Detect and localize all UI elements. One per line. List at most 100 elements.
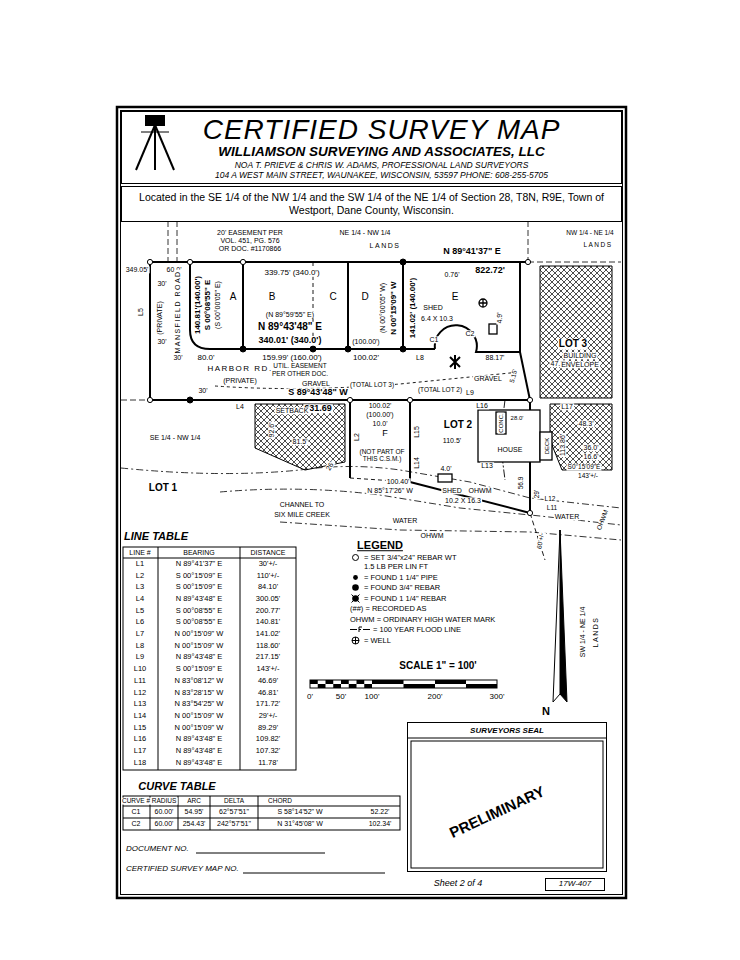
map-label: SE 1/4 - NW 1/4 <box>149 434 202 441</box>
seal-box: SURVEYORS SEAL <box>407 722 607 872</box>
map-label: 81.5' <box>292 438 309 445</box>
map-label: 113.86' <box>559 433 566 457</box>
table-cell: 141.02' <box>255 630 281 638</box>
map-label: 4.9' <box>496 311 503 324</box>
survey-markers-part <box>147 397 152 402</box>
table-cell: 200.77' <box>255 607 281 615</box>
seal-and-signature-lines-part <box>411 741 603 868</box>
legend-row: = FOUND 1 1/4" PIPE <box>350 573 525 582</box>
table-cell: S 00°08'55" E <box>175 607 223 615</box>
map-label: OHWM <box>596 508 610 532</box>
map-label: 10.0' <box>372 420 389 427</box>
line-table-grid-part <box>123 547 296 770</box>
map-label: SHED <box>441 487 462 494</box>
map-label: 88.17' <box>485 354 506 361</box>
legend-symbol <box>350 553 361 562</box>
legend-row: OHWM = ORDINARY HIGH WATER MARK <box>350 615 525 624</box>
scale-tick: 100' <box>364 693 381 701</box>
legend-text: = SET 3/4"x24" REBAR WT 1.5 LB PER LIN F… <box>364 553 459 571</box>
north-arrow-part <box>553 530 560 702</box>
minor-lines-part <box>530 513 545 560</box>
rebar-symbol <box>352 584 359 591</box>
map-label: 28.0' <box>510 415 525 421</box>
lot-boundaries-part <box>190 262 435 349</box>
survey-markers-part <box>240 259 245 264</box>
table-cell: N 89°43'48" E <box>175 747 224 755</box>
scale-tick: 200' <box>427 693 444 701</box>
survey-markers-part <box>187 259 192 264</box>
map-label: B <box>268 292 277 303</box>
map-label: 30' <box>156 280 167 287</box>
table-cell: L5 <box>135 607 145 615</box>
table-cell: S 00°15'09" E <box>175 583 223 591</box>
scale-bar-part <box>318 684 326 688</box>
table-cell: 102.34' <box>368 820 393 827</box>
map-label: MANSFIELD ROAD <box>174 269 181 354</box>
scale-bar <box>310 680 497 688</box>
map-label: E <box>451 292 460 303</box>
box-text: 104 A WEST MAIN STREET, WAUNAKEE, WISCON… <box>152 170 611 180</box>
map-label: LANDS <box>369 242 402 249</box>
box-text: 17W-407 <box>548 880 602 889</box>
map-label: PER OTHER DOC. <box>271 371 329 378</box>
table-cell: L8 <box>135 642 145 650</box>
table-cell: N 31°45'08" W <box>276 820 324 827</box>
legend-text: (##) = RECORDED AS <box>350 604 426 613</box>
lot-boundaries-part <box>410 482 530 513</box>
map-label: (100.00') <box>365 411 394 418</box>
form-field: CERTIFIED SURVEY MAP NO. <box>125 865 240 873</box>
survey-markers-part <box>147 259 152 264</box>
map-label: (N 89°59'55" E) <box>265 311 315 318</box>
lot-boundaries-part <box>435 325 520 352</box>
line-table-grid-part <box>123 547 296 770</box>
minor-lines <box>215 262 545 560</box>
map-label: 141.02' (140.00') <box>409 277 417 339</box>
curve-table-grid-part <box>123 796 400 830</box>
map-label: L2 <box>353 432 360 442</box>
map-label: SETBACK <box>275 407 310 414</box>
map-label: L11 <box>546 505 558 512</box>
quarter-lines-part <box>177 221 178 262</box>
sheet-number: Sheet 2 of 4 <box>433 879 484 888</box>
survey-markers-part <box>407 397 412 402</box>
table-cell: L11 <box>133 677 147 685</box>
table-cell: N 00°15'09" W <box>174 724 225 732</box>
legend-row: (##) = RECORDED AS <box>350 604 525 613</box>
table-cell: 242°57'51" <box>216 820 252 827</box>
structures-part <box>450 355 460 369</box>
map-label: ENVELOPE <box>560 361 600 368</box>
location-box: Located in the SE 1/4 of the NW 1/4 and … <box>121 186 622 222</box>
map-label: 100.40' <box>386 478 411 485</box>
sheet-frame <box>117 107 626 898</box>
map-label: L14 <box>413 456 420 470</box>
table-cell: 171.72' <box>255 700 281 708</box>
quarter-lines-part <box>528 262 621 263</box>
map-label: (S 00°00'05" E) <box>214 280 221 330</box>
map-label: F <box>381 429 389 438</box>
map-label: (NOT PART OF THIS C.S.M.) <box>355 449 409 463</box>
quarter-lines-part <box>528 221 529 262</box>
table-cell: 107.32' <box>255 747 281 755</box>
map-label: LANDS <box>592 616 599 649</box>
table-cell: S 00°15'09" E <box>175 572 223 580</box>
map-label: 60'+/- <box>536 531 546 550</box>
map-label: HOUSE <box>497 446 524 453</box>
lot-boundaries-part <box>150 399 530 401</box>
table-header: BEARING <box>182 549 216 556</box>
table-cell: L12 <box>133 689 148 697</box>
map-label: (N 00°00'05" W) <box>379 282 386 334</box>
map-label: 30' <box>156 338 167 345</box>
legend-text: = FOUND 1 1/4" REBAR <box>364 594 446 603</box>
curve-table-grid-part <box>123 796 400 830</box>
table-cell: L6 <box>135 618 145 626</box>
map-label: L9 <box>465 389 475 396</box>
table-cell: L15 <box>133 724 148 732</box>
map-label: SHED <box>422 304 443 311</box>
table-header: LINE # <box>128 549 151 556</box>
scale-bar-part <box>372 680 404 684</box>
water-lines-part <box>280 522 621 540</box>
flood-line-symbol <box>350 627 370 632</box>
table-cell: S 58°14'52" W <box>276 808 323 815</box>
map-label: 822.72' <box>474 266 506 275</box>
